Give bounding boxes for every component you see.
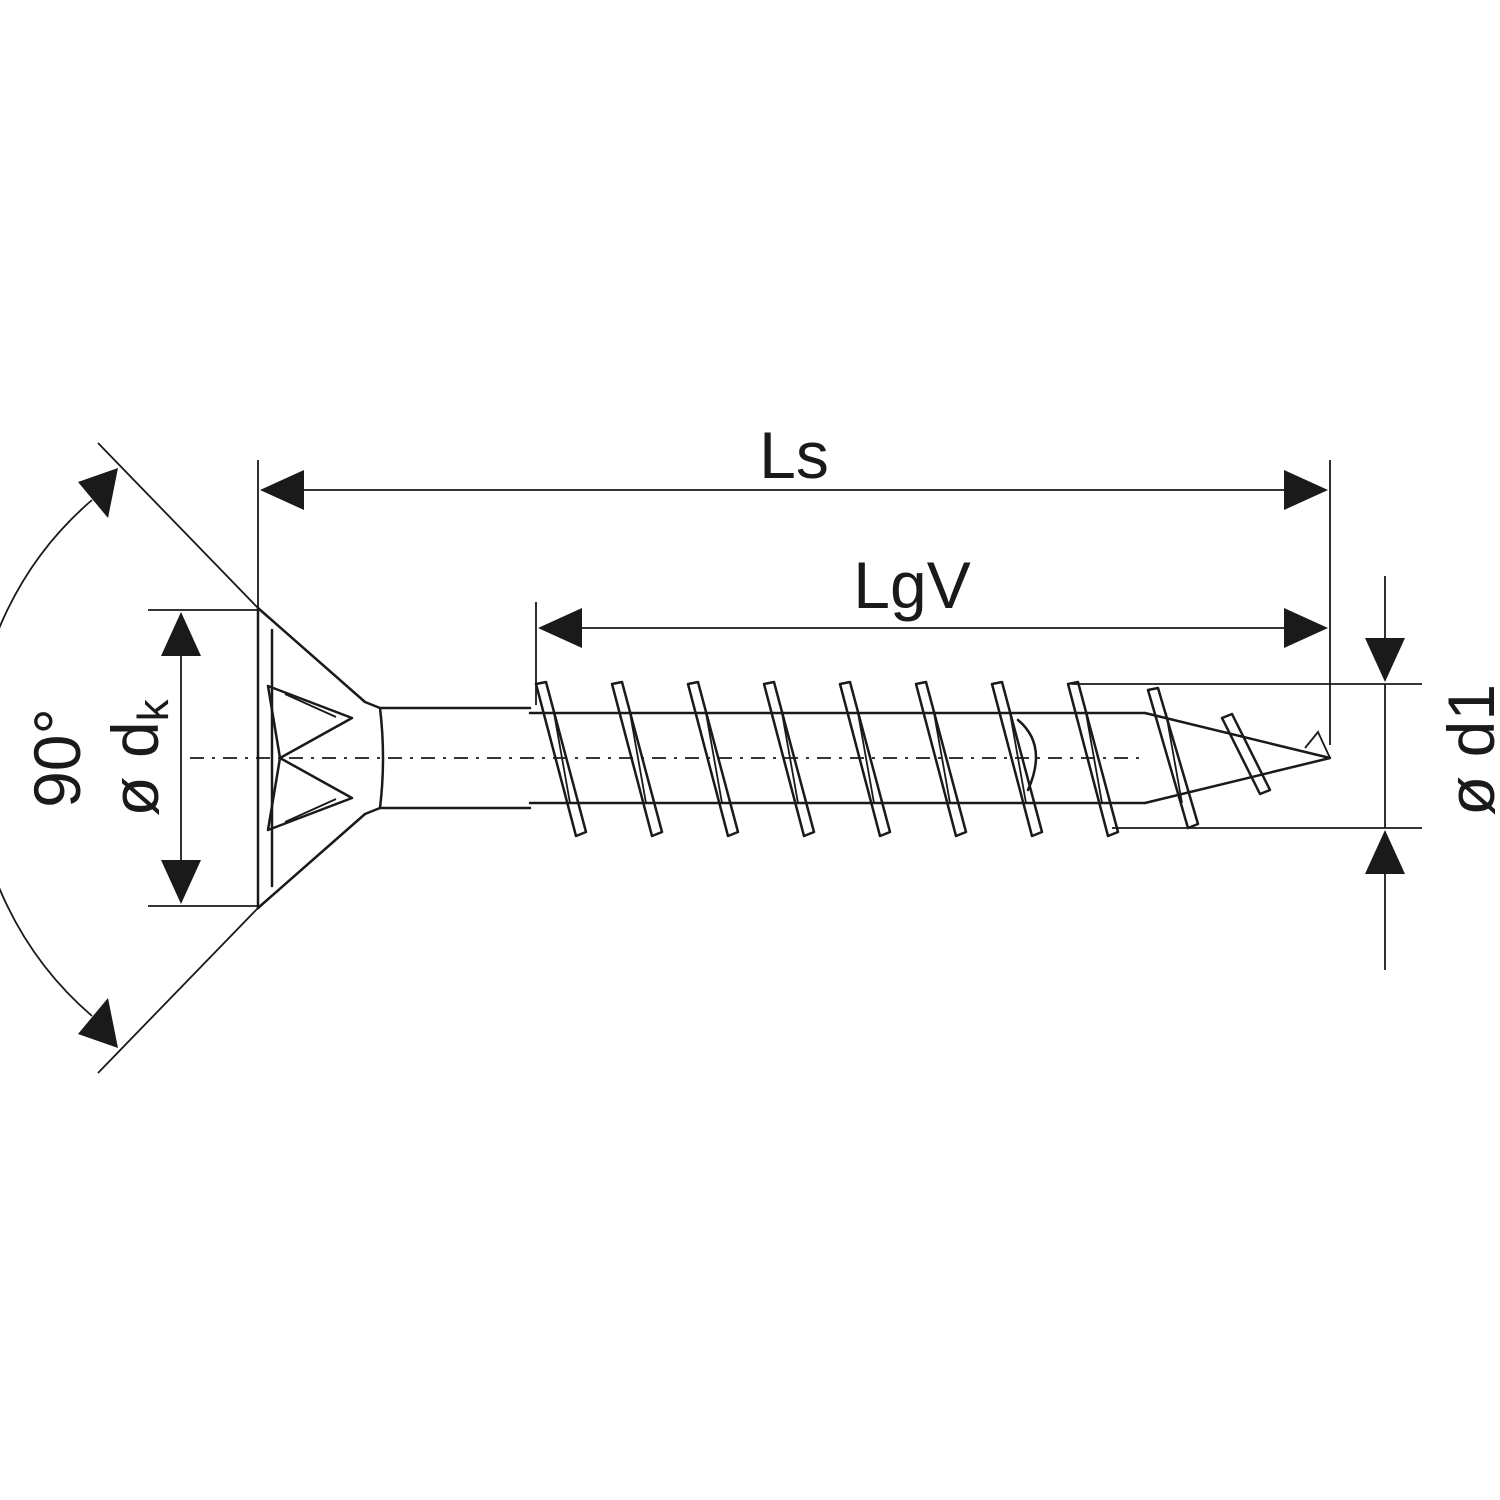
thread-flight (534, 680, 588, 838)
d1-dimension: ø d1 (1365, 576, 1500, 970)
recess-lower-wedge (266, 756, 354, 832)
d1-arrow-bottom (1365, 830, 1405, 874)
dk-arrow-top (161, 612, 201, 656)
thread-flight (1146, 686, 1200, 830)
thread-cut-feature (1016, 718, 1038, 792)
head-cone-upper (256, 606, 382, 710)
screw-outline (256, 606, 1422, 910)
ls-arrow-right (1284, 470, 1328, 510)
thread-flight (914, 680, 968, 838)
tip-point-detail (1304, 730, 1331, 759)
thread-flight (762, 680, 816, 838)
lgv-label: LgV (853, 548, 970, 622)
ls-dimension: Ls (257, 418, 1331, 745)
d1-label: ø d1 (1434, 684, 1500, 816)
angle-arc (0, 499, 93, 1017)
dk-arrow-bottom (161, 860, 201, 904)
angle-dimension: 90° (0, 442, 259, 1074)
ls-arrow-left (260, 470, 304, 510)
angle-arrow-upper (78, 468, 118, 518)
tip-thread-flight (1220, 712, 1272, 796)
ls-label: Ls (759, 418, 829, 492)
thread-flight (990, 680, 1044, 838)
dk-label-main: ø d (98, 721, 172, 816)
recess-upper-wedge (266, 684, 354, 760)
thread-flight-inner (857, 712, 875, 804)
angle-label: 90° (20, 708, 94, 808)
dk-label: ø dk (98, 698, 178, 816)
lgv-dimension: LgV (535, 548, 1328, 705)
drive-recess (266, 628, 354, 888)
d1-arrow-top (1365, 638, 1405, 682)
head-transition (378, 706, 385, 810)
dk-label-subscript: k (129, 698, 178, 721)
thread-flights (534, 680, 1272, 838)
thread-flight (838, 680, 892, 838)
thread-flight (686, 680, 740, 838)
thread-flight-inner (705, 712, 723, 804)
recess-inner-lines (284, 693, 337, 823)
thread-flight (610, 680, 664, 838)
head-cone-lower (256, 806, 382, 910)
angle-arrow-lower (78, 998, 118, 1048)
thread-flight-inner (933, 712, 951, 804)
lgv-arrow-left (538, 608, 582, 648)
thread-flight (1066, 680, 1120, 838)
dk-dimension: ø dk (98, 609, 258, 907)
thread-flight-inner (1165, 712, 1183, 804)
angle-extension-lower (97, 907, 259, 1074)
thread-flight-inner (629, 712, 647, 804)
angle-extension-upper (97, 442, 259, 609)
lgv-arrow-right (1284, 608, 1328, 648)
